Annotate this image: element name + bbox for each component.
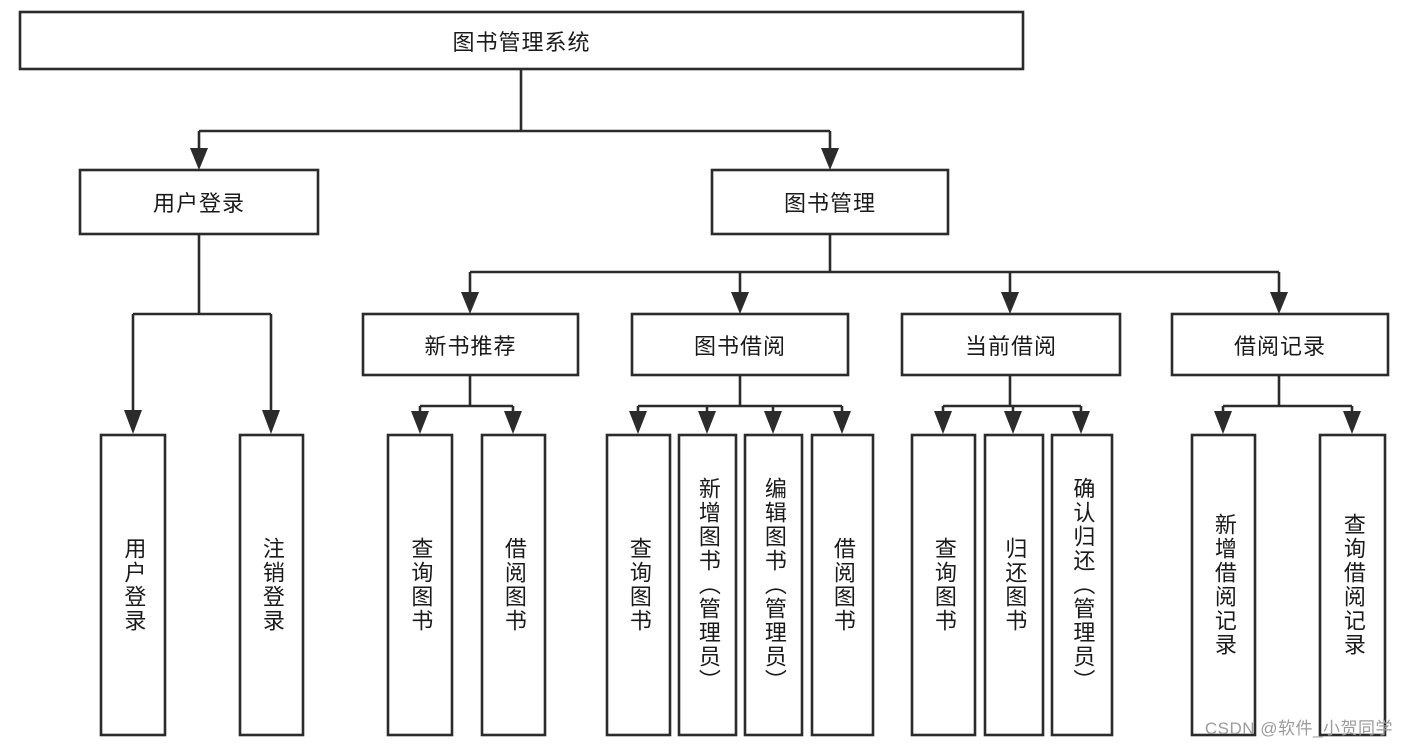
node-leaf-query-book-2-box[interactable] — [605, 433, 672, 737]
node-leaf-confirm-return-box[interactable] — [1050, 433, 1114, 737]
arrow-head-leaf-add-record — [1214, 411, 1232, 434]
arrow-head-leaf-add-book — [698, 411, 716, 434]
node-borrow-record-box[interactable] — [1170, 312, 1390, 377]
node-leaf-user-login-box[interactable] — [99, 433, 167, 737]
watermark-text: CSDN @软件_小贺同学 — [1204, 719, 1393, 738]
arrow-head-new-book-recommend — [461, 292, 479, 314]
arrow-head-user-login — [190, 148, 208, 170]
node-book-borrow-box[interactable] — [630, 312, 850, 377]
connector-group-root — [190, 69, 839, 170]
node-user-login-box[interactable] — [78, 168, 320, 236]
arrow-head-leaf-query-book-3 — [934, 411, 952, 434]
arrow-head-leaf-query-book-2 — [629, 411, 647, 434]
node-leaf-return-book-box[interactable] — [983, 433, 1045, 737]
arrow-head-leaf-edit-book — [764, 411, 782, 434]
node-leaf-query-book-3-box[interactable] — [910, 433, 977, 737]
node-book-manage-box[interactable] — [710, 168, 950, 236]
connector-group-borrow-record — [1214, 375, 1361, 434]
connector-group-book-manage — [461, 234, 1288, 314]
connector-group-user-login — [124, 234, 280, 434]
arrow-head-leaf-borrow-book-1 — [504, 411, 522, 434]
arrow-head-leaf-return-book — [1004, 411, 1022, 434]
arrow-head-book-manage — [821, 148, 839, 170]
connector-group-current-borrow — [934, 375, 1090, 434]
arrow-head-leaf-query-record — [1343, 411, 1361, 434]
node-leaf-query-book-1-box[interactable] — [386, 433, 454, 737]
arrow-head-current-borrow — [1001, 292, 1019, 314]
node-new-book-recommend-box[interactable] — [361, 312, 580, 377]
arrow-head-leaf-confirm-return — [1072, 411, 1090, 434]
arrow-head-book-borrow — [731, 292, 749, 314]
connector-group-book-borrow — [629, 375, 851, 434]
node-leaf-edit-book-box[interactable] — [743, 433, 804, 737]
node-current-borrow-box[interactable] — [900, 312, 1122, 377]
node-leaf-logout-login-box[interactable] — [238, 433, 305, 737]
arrow-head-leaf-logout-login — [262, 410, 280, 434]
node-leaf-borrow-book-2-box[interactable] — [810, 433, 875, 737]
node-leaf-query-record-box[interactable] — [1318, 433, 1387, 737]
arrow-head-leaf-borrow-book-2 — [833, 411, 851, 434]
node-root-box[interactable] — [18, 10, 1025, 71]
arrow-head-borrow-record — [1270, 292, 1288, 314]
arrow-head-leaf-user-login — [124, 410, 142, 434]
arrow-head-leaf-query-book-1 — [411, 411, 429, 434]
node-leaf-borrow-book-1-box[interactable] — [480, 433, 547, 737]
node-leaf-add-book-box[interactable] — [677, 433, 738, 737]
connector-group-new-book-recommend — [411, 375, 522, 434]
node-leaf-add-record-box[interactable] — [1190, 433, 1257, 737]
